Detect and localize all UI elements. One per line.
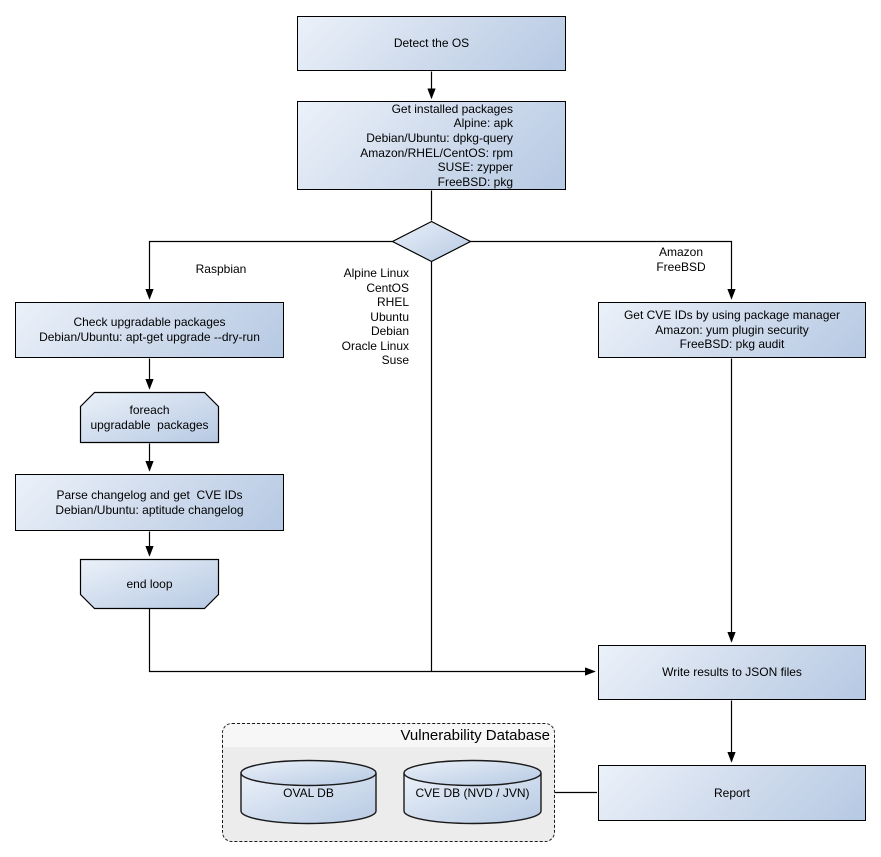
cve-db-cylinder — [403, 759, 542, 825]
edge-label-amazon-freebsd: Amazon FreeBSD — [656, 245, 706, 274]
edge-label-raspbian: Raspbian — [195, 262, 247, 276]
oval-db-cylinder — [240, 759, 377, 825]
edge-endloop-to-write — [148, 609, 596, 676]
node-foreach-label: foreach upgradable packages — [90, 402, 209, 432]
os-decision-diamond — [391, 220, 472, 263]
connectors — [145, 71, 736, 794]
node-get-installed-packages: Get installed packages Alpine: apk Debia… — [297, 101, 566, 190]
node-parse-changelog: Parse changelog and get CVE IDs Debian/U… — [15, 474, 284, 531]
node-write-json: Write results to JSON files — [598, 645, 866, 700]
edge-amazon-branch — [470, 240, 736, 300]
edge-raspbian-branch — [145, 240, 393, 300]
vulnerability-database-title: Vulnerability Database — [223, 724, 554, 747]
node-detect-os: Detect the OS — [297, 16, 566, 71]
node-end-loop-label: end loop — [126, 576, 173, 591]
node-check-upgradable: Check upgradable packages Debian/Ubuntu:… — [15, 302, 284, 358]
node-report: Report — [598, 765, 866, 821]
foreach-loop-shape — [79, 391, 220, 444]
end-loop-shape — [79, 558, 220, 610]
edge-label-os-list: Alpine Linux CentOS RHEL Ubuntu Debian O… — [341, 266, 409, 367]
oval-db-label: OVAL DB — [283, 785, 334, 800]
node-get-cve-ids: Get CVE IDs by using package manager Ama… — [598, 302, 866, 358]
cve-db-label: CVE DB (NVD / JVN) — [415, 785, 530, 800]
